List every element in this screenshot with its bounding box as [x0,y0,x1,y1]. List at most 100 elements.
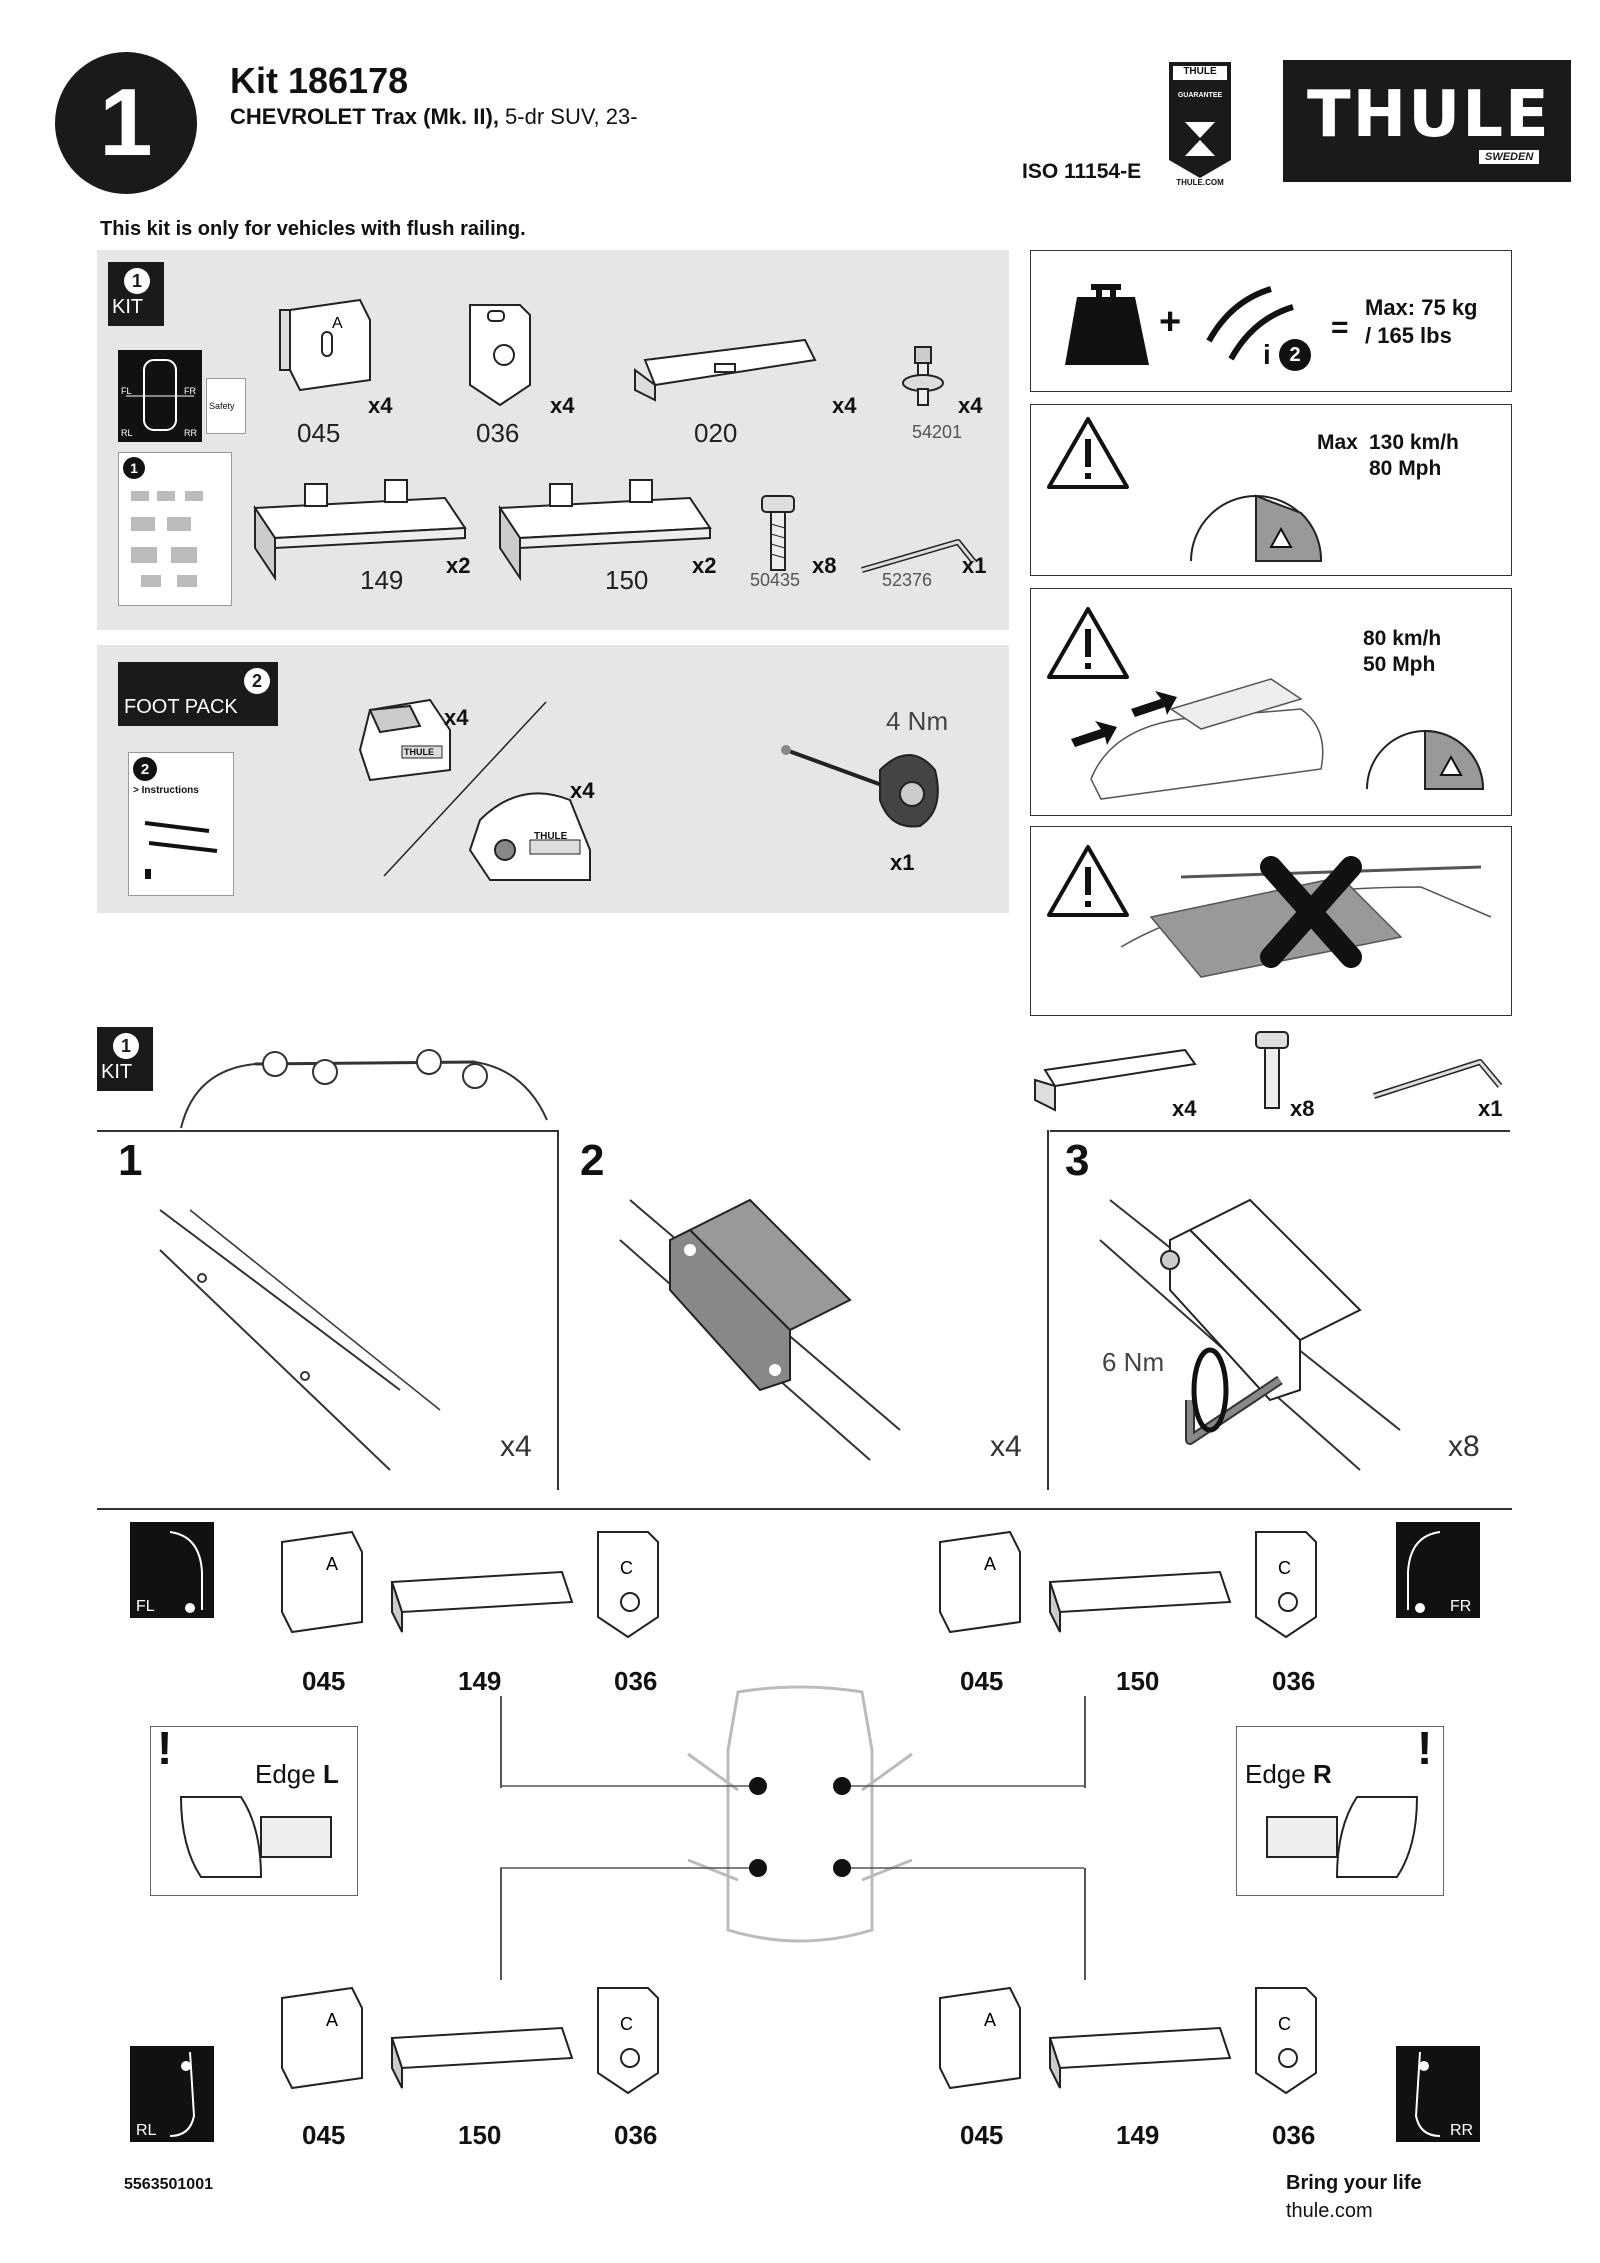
fr-036-icon: C [1255,1531,1317,1639]
svg-text:A: A [326,1554,338,1574]
speed-warning-box: Max 130 km/h 80 Mph [1030,404,1512,576]
speed-max-mph: 80 Mph [1369,457,1442,480]
corner-rr-label: RR [1450,2122,1474,2139]
car-railing-overview-icon [180,1049,548,1129]
edge-left-foot-icon [179,1796,332,1878]
leader-rr [1084,1868,1086,1980]
corner-fr-car-icon [1407,1531,1441,1613]
step-header-qty-3: x1 [1478,1096,1503,1121]
bracket-036-icon [469,304,531,407]
edge-left-box: ! Edge L [150,1722,358,1896]
steps-kit-badge-label: KIT [101,1061,133,1083]
bolt-50435-icon [761,495,795,571]
torque-key-qty: x1 [890,850,915,875]
step-1-number: 1 [118,1136,143,1185]
corner-fl-car-icon [169,1531,203,1613]
foot-torque: 4 Nm [886,706,949,736]
edge-right-word: Edge [1245,1759,1313,1789]
part-036-code: 036 [476,418,520,448]
step-bolt-icon [1255,1031,1289,1109]
svg-text:C: C [620,2014,633,2034]
kit-title: Kit 186178 [230,60,409,101]
edge-right-foot-icon [1266,1796,1419,1878]
adapter-149-icon [253,479,467,582]
corner-rl-car-icon [169,2051,196,2137]
fl-036-icon: C [597,1531,659,1639]
kit-badge-label: KIT [112,296,144,318]
rl-code-1: 045 [302,2120,346,2150]
plus-sign: + [1159,301,1182,343]
step-2-qty: x4 [990,1430,1022,1463]
weight-icon [1065,284,1149,365]
foot-unit-2-brand: THULE [534,831,568,842]
svg-text:C: C [1278,2014,1291,2034]
loaded-car-icon [1071,678,1324,800]
car-position-diagram: FL FR RL RR [118,350,202,442]
rl-036-icon: C [597,1987,659,2095]
kit-booklet-number: 1 [123,457,145,479]
info-i-icon: i [1263,339,1271,370]
car-mount-points-diagram [500,1685,1084,1943]
foot-unit-1-icon [358,698,451,782]
edge-left-exclaim-icon: ! [157,1722,173,1774]
warning-triangle-icon [1047,845,1129,917]
fl-code-3: 036 [614,1666,658,1696]
iso-standard: ISO 11154-E [1022,160,1142,183]
part-54201-code: 54201 [912,422,963,442]
max-load-kg: Max: 75 kg [1365,295,1478,320]
svg-text:A: A [984,1554,996,1574]
kit-badge: 1 KIT [108,262,164,326]
guarantee-top-text: THULE [1183,66,1217,77]
speed-max-kmh: 130 km/h [1369,431,1459,454]
step-divider-top-left [97,1130,557,1132]
fr-parts-group-icon: A [939,1530,1232,1634]
speed-max-label: Max [1317,431,1358,454]
rl-code-2: 150 [458,2120,502,2150]
step-hex-key-icon [1373,1059,1503,1099]
slogan: Bring your life [1286,2172,1422,2194]
guarantee-shield-icon [1169,62,1231,178]
step-2-bracket-on-rail-icon [619,1198,901,1461]
foot-booklet-label: > Instructions [133,785,199,796]
warning-triangle-icon [1047,607,1129,679]
fl-code-1: 045 [302,1666,346,1696]
svg-text:C: C [620,1558,633,1578]
thule-logo: THULE SWEDEN [1283,60,1571,182]
step-3-torque: 6 Nm [1102,1347,1165,1377]
foot-pack-badge-number: 2 [244,668,270,694]
guarantee-badge: THULE GUARANTEE THULE.COM [1165,60,1235,190]
part-149-qty: x2 [446,553,471,578]
thule-logo-text: THULE [1307,78,1551,152]
no-sunroof-warning-box [1030,826,1512,1016]
step-divider-1 [557,1130,559,1490]
pos-rl: RL [121,428,133,438]
equals-sign: = [1331,311,1349,344]
warning-triangle-icon [1047,417,1129,489]
fr-code-2: 150 [1116,1666,1160,1696]
edge-right-letter: R [1312,1759,1332,1789]
speedometer-loaded-icon [1366,729,1485,790]
torque-key-icon [781,745,939,828]
corner-rl-label: RL [136,2122,157,2139]
edge-right-exclaim-icon: ! [1417,1722,1433,1774]
foot-qty-1: x4 [444,705,469,730]
kit-instruction-booklet: 1 [118,452,232,606]
fl-parts-group-icon: A [281,1530,574,1634]
corner-fl-label: FL [136,1598,155,1615]
rl-code-3: 036 [614,2120,658,2150]
foot-pack-booklet: 2 > Instructions [128,752,234,896]
edge-right-text: Edge R [1245,1759,1332,1790]
load-warning-box: + i 2 = Max: 75 kg / 165 lbs [1030,250,1512,392]
step-3-tighten-icon [1099,1198,1401,1471]
bracket-045-icon: A [279,298,371,392]
guarantee-mid-text: GUARANTEE [1177,92,1223,99]
step-1-rail-icon [159,1209,441,1471]
foot-divider-line [383,701,547,877]
corner-rl: RL [130,2046,214,2142]
fl-code-2: 149 [458,1666,502,1696]
thule-url[interactable]: thule.com [1286,2200,1373,2222]
svg-text:A: A [984,2010,996,2030]
vehicle-model: CHEVROLET Trax (Mk. II), [230,104,499,129]
corner-fl: FL [130,1522,214,1618]
fr-code-1: 045 [960,1666,1004,1696]
